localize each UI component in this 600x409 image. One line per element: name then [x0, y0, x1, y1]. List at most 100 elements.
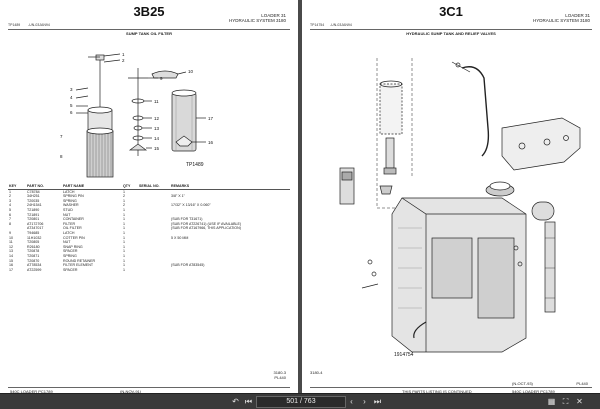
footer-model: 540C LOADER PC1789: [512, 389, 555, 394]
table-cell: (SUB FOR AT226741) (USE IF AVAILABLE): [171, 221, 242, 226]
page-number-2: PL440: [274, 375, 286, 380]
callout: 10: [188, 69, 194, 74]
table-row: 1 C78784 LATCH 1: [8, 189, 290, 194]
table-cell: AT22599: [27, 267, 42, 272]
page-header: LOADER 31 HYDRAULIC SYSTEM 3180: [229, 13, 286, 23]
section-code: 3C1: [439, 4, 463, 19]
table-cell: 11: [9, 240, 13, 245]
prev-page-icon[interactable]: ‹: [350, 397, 353, 406]
table-cell: 17: [9, 267, 13, 272]
table-cell: T20870: [27, 258, 40, 263]
table-cell: 34H251: [27, 194, 40, 199]
callout: 4: [70, 95, 73, 100]
table-cell: 2: [123, 203, 125, 208]
column-header: PART NAME: [62, 184, 122, 190]
table-cell: C78784: [27, 189, 40, 194]
table-cell: STUD: [63, 207, 73, 212]
footer-continued: THIS PARTS LISTING IS CONTINUED: [402, 389, 472, 394]
footer-divider: [8, 387, 290, 388]
header-line-2: HYDRAULIC SYSTEM 3180: [532, 18, 590, 23]
table-cell: 4: [9, 203, 11, 208]
table-cell: 1: [123, 221, 125, 226]
table-cell: 6: [9, 212, 11, 217]
table-cell: AT172706: [27, 221, 44, 226]
table-cell: FILTER: [63, 221, 76, 226]
table-cell: 1: [123, 226, 125, 231]
table-cell: T20805: [27, 240, 40, 245]
table-cell: T21890: [27, 207, 40, 212]
exploded-parts-diagram: 1 2 3 4 5 6 7 8 9 10 11 12 13 14 15 16 1…: [60, 52, 214, 178]
ref-code: TP14754: [310, 23, 325, 27]
left-page: 3B25 LOADER 31 HYDRAULIC SYSTEM 3180 TP1…: [0, 0, 298, 409]
header-line-1: LOADER 31: [261, 13, 286, 18]
header-line-1: LOADER 31: [565, 13, 590, 18]
table-cell: 3: [9, 198, 11, 203]
exploded-tank-diagram: 1914754: [339, 58, 581, 358]
fullscreen-icon[interactable]: ⛶: [562, 397, 569, 406]
table-cell: NUT: [63, 212, 71, 217]
section-code: 3B25: [133, 4, 165, 19]
table-cell: 16: [9, 263, 13, 268]
table-row: 5 T21890 STUD 1: [8, 208, 290, 213]
table-cell: 1: [123, 258, 125, 263]
header-line-2: HYDRAULIC SYSTEM 3180: [228, 18, 286, 23]
table-cell: SPRING: [63, 253, 77, 258]
table-cell: 1: [123, 267, 125, 272]
divider: [8, 29, 290, 30]
column-header: KEY: [8, 184, 26, 190]
table-cell: 1: [123, 207, 125, 212]
last-page-icon[interactable]: ⏭: [373, 397, 382, 406]
callout: 12: [154, 116, 160, 121]
table-cell: 14: [9, 253, 13, 258]
table-cell: NUT: [63, 240, 71, 245]
table-cell: (SUB FOR AT167966, THIS APPLICATION): [171, 226, 241, 231]
callout: 8: [60, 154, 63, 159]
table-cell: 1: [123, 249, 125, 254]
table-cell: LATCH: [63, 189, 75, 194]
table-cell: 5: [9, 207, 11, 212]
table-cell: SNAP RING: [63, 244, 83, 249]
table-cell: 1: [9, 189, 11, 194]
footer-divider: [310, 387, 592, 388]
table-cell: [170, 268, 290, 273]
table-cell: 24H1541: [27, 203, 42, 208]
table-cell: WASHER: [63, 203, 79, 208]
table-cell: 1: [123, 263, 125, 268]
table-cell: 1: [123, 189, 125, 194]
page-indicator[interactable]: 501 / 763: [256, 396, 346, 408]
table-cell: AT347017: [27, 226, 44, 231]
close-icon[interactable]: ✕: [576, 397, 583, 406]
ref-code: TP1489: [8, 23, 21, 27]
next-page-icon[interactable]: ›: [363, 397, 366, 406]
table-cell: 2: [123, 194, 125, 199]
table-cell: FILTER ELEMENT: [63, 263, 94, 268]
thumbnails-icon[interactable]: ▦: [547, 397, 556, 406]
table-cell: SPRING: [63, 198, 77, 203]
column-header: SERIAL NO.: [138, 184, 170, 190]
table-cell: T20801: [27, 217, 40, 222]
column-header: REMARKS: [170, 184, 290, 190]
first-page-icon[interactable]: ⏮: [244, 397, 253, 406]
table-cell: 3/8" X 1": [171, 194, 185, 199]
right-page: 3C1 LOADER 31 HYDRAULIC SYSTEM 3180 TP14…: [302, 0, 600, 409]
undo-icon[interactable]: ↶: [232, 397, 239, 406]
table-cell: 7: [9, 217, 11, 222]
ref-date: -UN-03JAN94: [330, 23, 352, 27]
ref-date: -UN-03JAN94: [28, 23, 50, 27]
table-cell: 15: [9, 258, 13, 263]
table-cell: 1: [123, 240, 125, 245]
page-header: LOADER 31 HYDRAULIC SYSTEM 3180: [533, 13, 590, 23]
table-header-row: KEY PART NO. PART NAME QTY SERIAL NO. RE…: [8, 184, 290, 190]
table-cell: [138, 268, 170, 273]
footer-date: (N-NOV-91): [120, 389, 142, 394]
callout: 7: [60, 134, 63, 139]
table-cell: COTTER PIN: [63, 235, 85, 240]
